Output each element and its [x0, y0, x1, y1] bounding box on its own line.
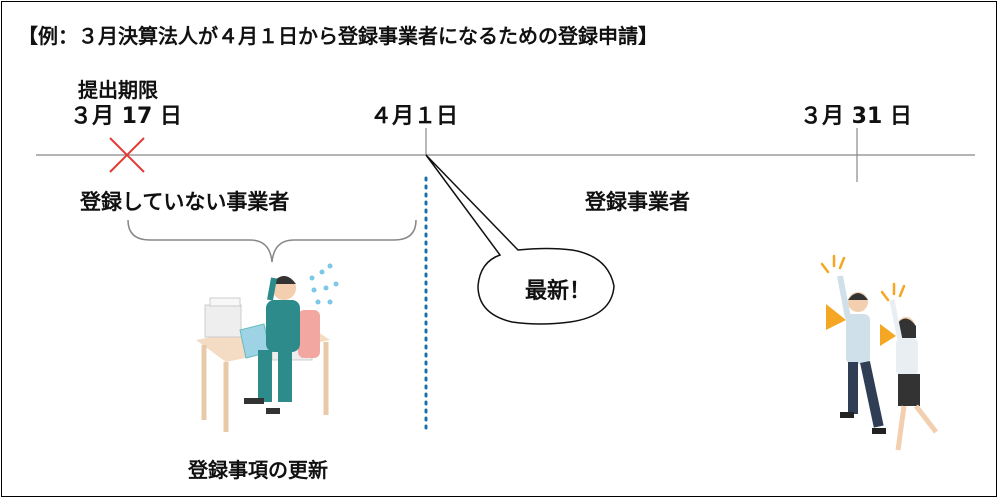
- deadline-label: 提出期限: [78, 78, 158, 102]
- period-before-label: 登録していない事業者: [80, 190, 290, 214]
- period-after-label: 登録事業者: [585, 190, 690, 214]
- diagram-title: 【例：３月決算法人が４月１日から登録事業者になるための登録申請】: [18, 24, 658, 48]
- deadline-date: ３月 17 日: [70, 104, 182, 129]
- worried-worker-illustration: [196, 263, 339, 432]
- callout-text: 最新！: [525, 279, 592, 304]
- callout-bubble: [425, 154, 615, 325]
- end-date: ３月 31 日: [800, 104, 912, 129]
- start-date: ４月１日: [370, 104, 459, 129]
- worker-caption: 登録事項の更新: [188, 458, 328, 482]
- cheering-people-illustration: [820, 254, 938, 451]
- period-brace: [127, 219, 417, 263]
- cross-mark-icon: [109, 137, 145, 173]
